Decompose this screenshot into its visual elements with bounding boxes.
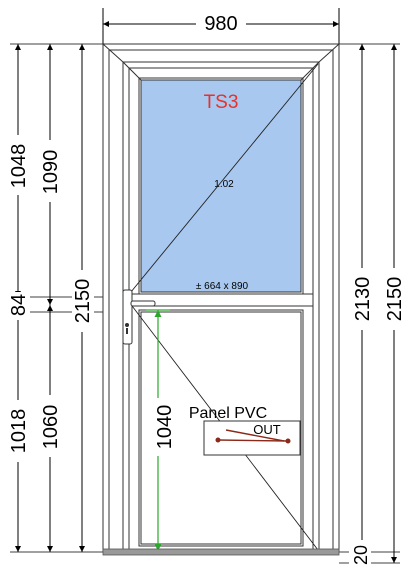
- left-panel-height-label: 1018: [8, 409, 30, 454]
- right-dimension-labels: 2130 2150 20: [349, 268, 406, 570]
- lower-panel: [138, 309, 304, 547]
- top-width-label: 980: [204, 13, 237, 35]
- left-glass-height-label: 1048: [8, 144, 30, 189]
- transom-bar: [128, 293, 314, 311]
- glass-size-label: ± 664 x 890: [196, 281, 249, 292]
- hinge-point-left: [215, 437, 221, 443]
- left-transom-label: 84: [8, 294, 30, 316]
- left-overall-label: 2150: [72, 279, 94, 324]
- right-overall-label: 2150: [384, 277, 406, 322]
- left-dimension-labels: 1048 84 1018 1090 1060 2150: [8, 135, 94, 462]
- top-width-dimension: 980: [102, 8, 340, 44]
- left-lower-total-label: 1060: [40, 405, 62, 450]
- door-handle[interactable]: [122, 289, 156, 345]
- right-door-label: 2130: [352, 277, 374, 322]
- direction-label: OUT: [253, 422, 281, 437]
- door-code-label: TS3: [204, 92, 239, 113]
- left-upper-total-label: 1090: [40, 150, 62, 195]
- threshold: [102, 548, 340, 556]
- hinge-point-right: [285, 438, 291, 444]
- panel-pvc-text: Panel PVC: [189, 405, 267, 422]
- glass-pane: TS3 1.02 ± 664 x 890: [138, 77, 304, 295]
- panel-height-label: 1040: [154, 405, 176, 450]
- panel-pvc-label: Panel PVC: [189, 405, 301, 456]
- glass-code-label: 1.02: [214, 179, 234, 190]
- opening-direction-indicator: OUT: [215, 422, 291, 444]
- right-bottom-label: 20: [351, 545, 371, 565]
